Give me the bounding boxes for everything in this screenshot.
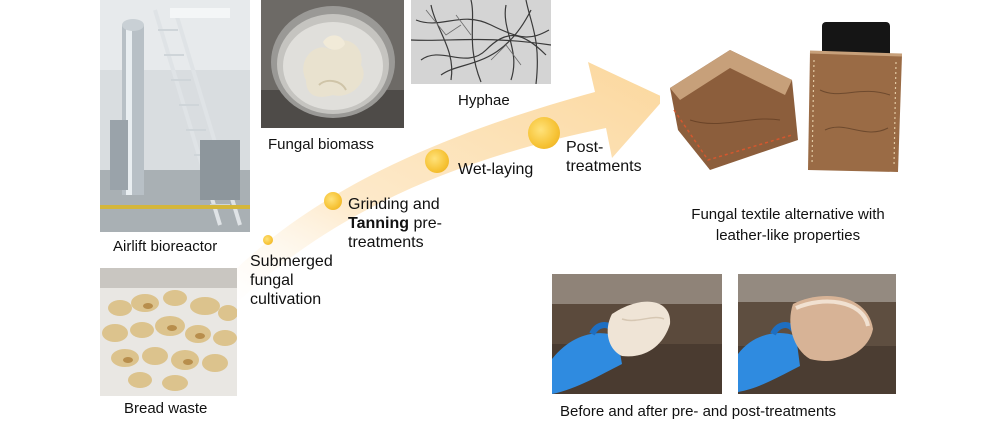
hyphae-photo xyxy=(411,0,551,84)
bread-waste-photo xyxy=(100,268,237,396)
stage-label-wet-laying: Wet-laying xyxy=(458,161,534,178)
fungal-biomass-caption: Fungal biomass xyxy=(268,136,374,153)
stage-dot-post-treatments xyxy=(528,117,560,149)
hyphae-caption: Hyphae xyxy=(458,92,510,109)
before-after-caption: Before and after pre- and post-treatment… xyxy=(560,403,836,420)
fungal-textile-photo xyxy=(660,20,916,180)
airlift-bioreactor-photo xyxy=(100,0,250,232)
stage-label-post-treatments: Post- treatments xyxy=(566,139,642,175)
after-treatment-photo xyxy=(738,274,896,394)
before-treatment-photo xyxy=(552,274,722,394)
stage-label-grinding-tanning: Grinding and Tanning pre- treatments xyxy=(348,196,442,251)
stage-dot-cultivation xyxy=(263,235,273,245)
fungal-textile-caption: Fungal textile alternative with leather-… xyxy=(691,206,885,244)
bread-waste-caption: Bread waste xyxy=(124,400,208,417)
stage-label-cultivation: Submerged fungal cultivation xyxy=(250,253,333,308)
fungal-biomass-photo xyxy=(261,0,404,128)
tanning-bold-text: Tanning xyxy=(348,215,410,232)
stage-dot-wet-laying xyxy=(425,149,449,173)
airlift-bioreactor-caption: Airlift bioreactor xyxy=(113,238,218,255)
stage-dot-grinding xyxy=(324,192,342,210)
